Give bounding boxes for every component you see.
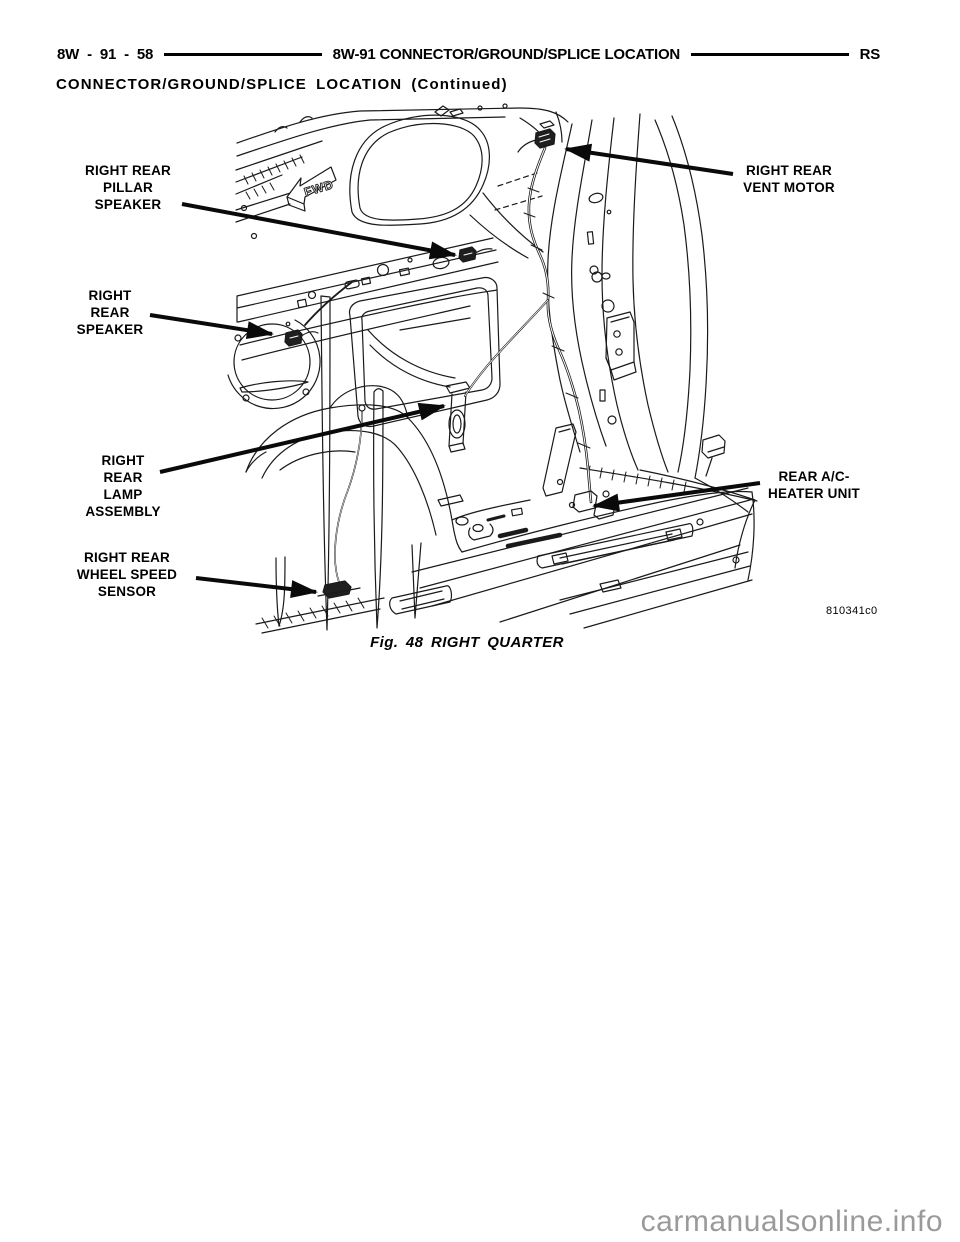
- d-pillar: [494, 113, 758, 569]
- drawing-reference-code: 810341c0: [826, 605, 878, 617]
- section-subtitle: CONNECTOR/GROUND/SPLICE LOCATION (Contin…: [56, 76, 508, 93]
- arrow-right-rear-wheel-speed-sensor: [195, 576, 318, 599]
- callout-arrows: [149, 143, 761, 599]
- callout-right-rear-lamp-assembly: RIGHT REAR LAMP ASSEMBLY: [85, 453, 161, 519]
- floor-pan: [255, 423, 755, 634]
- belt-rail: [236, 237, 499, 361]
- wheel-house: [245, 385, 463, 553]
- arrow-right-rear-lamp-assembly: [159, 402, 446, 474]
- arrow-rear-ac-heater-unit: [592, 481, 761, 512]
- header-rule-right: [691, 52, 849, 56]
- header-platform-code: RS: [859, 45, 881, 63]
- fwd-direction-arrow: FWD: [286, 166, 337, 212]
- wiring-harness: [304, 139, 593, 504]
- callout-right-rear-speaker: RIGHT REAR SPEAKER: [76, 288, 144, 337]
- arrow-right-rear-vent-motor: [564, 143, 734, 176]
- header-title: 8W-91 CONNECTOR/GROUND/SPLICE LOCATION: [332, 45, 681, 63]
- arrow-right-rear-pillar-speaker: [181, 202, 457, 260]
- callout-rear-ac-heater-unit: REAR A/C- HEATER UNIT: [768, 469, 860, 501]
- callout-right-rear-pillar-speaker: RIGHT REAR PILLAR SPEAKER: [85, 163, 171, 212]
- callout-right-rear-vent-motor: RIGHT REAR VENT MOTOR: [743, 163, 835, 195]
- page-header: 8W - 91 - 58 8W-91 CONNECTOR/GROUND/SPLI…: [57, 44, 880, 64]
- header-rule-left: [164, 52, 322, 56]
- connectors: [284, 120, 556, 347]
- fwd-label: FWD: [302, 177, 335, 199]
- quarter-window-opening: [349, 114, 544, 259]
- quarter-trim-opening: [348, 276, 501, 428]
- arrow-right-rear-speaker: [149, 313, 274, 340]
- header-section-code: 8W - 91 - 58: [57, 45, 154, 63]
- figure-caption: Fig. 48 RIGHT QUARTER: [370, 634, 564, 651]
- speaker-mount: [227, 319, 321, 410]
- wheel-speed-sensor: [317, 404, 366, 599]
- watermark-link[interactable]: carmanualsonline.info: [640, 1205, 943, 1238]
- callout-right-rear-wheel-speed-sensor: RIGHT REAR WHEEL SPEED SENSOR: [76, 550, 178, 599]
- roof-rail: [235, 103, 569, 240]
